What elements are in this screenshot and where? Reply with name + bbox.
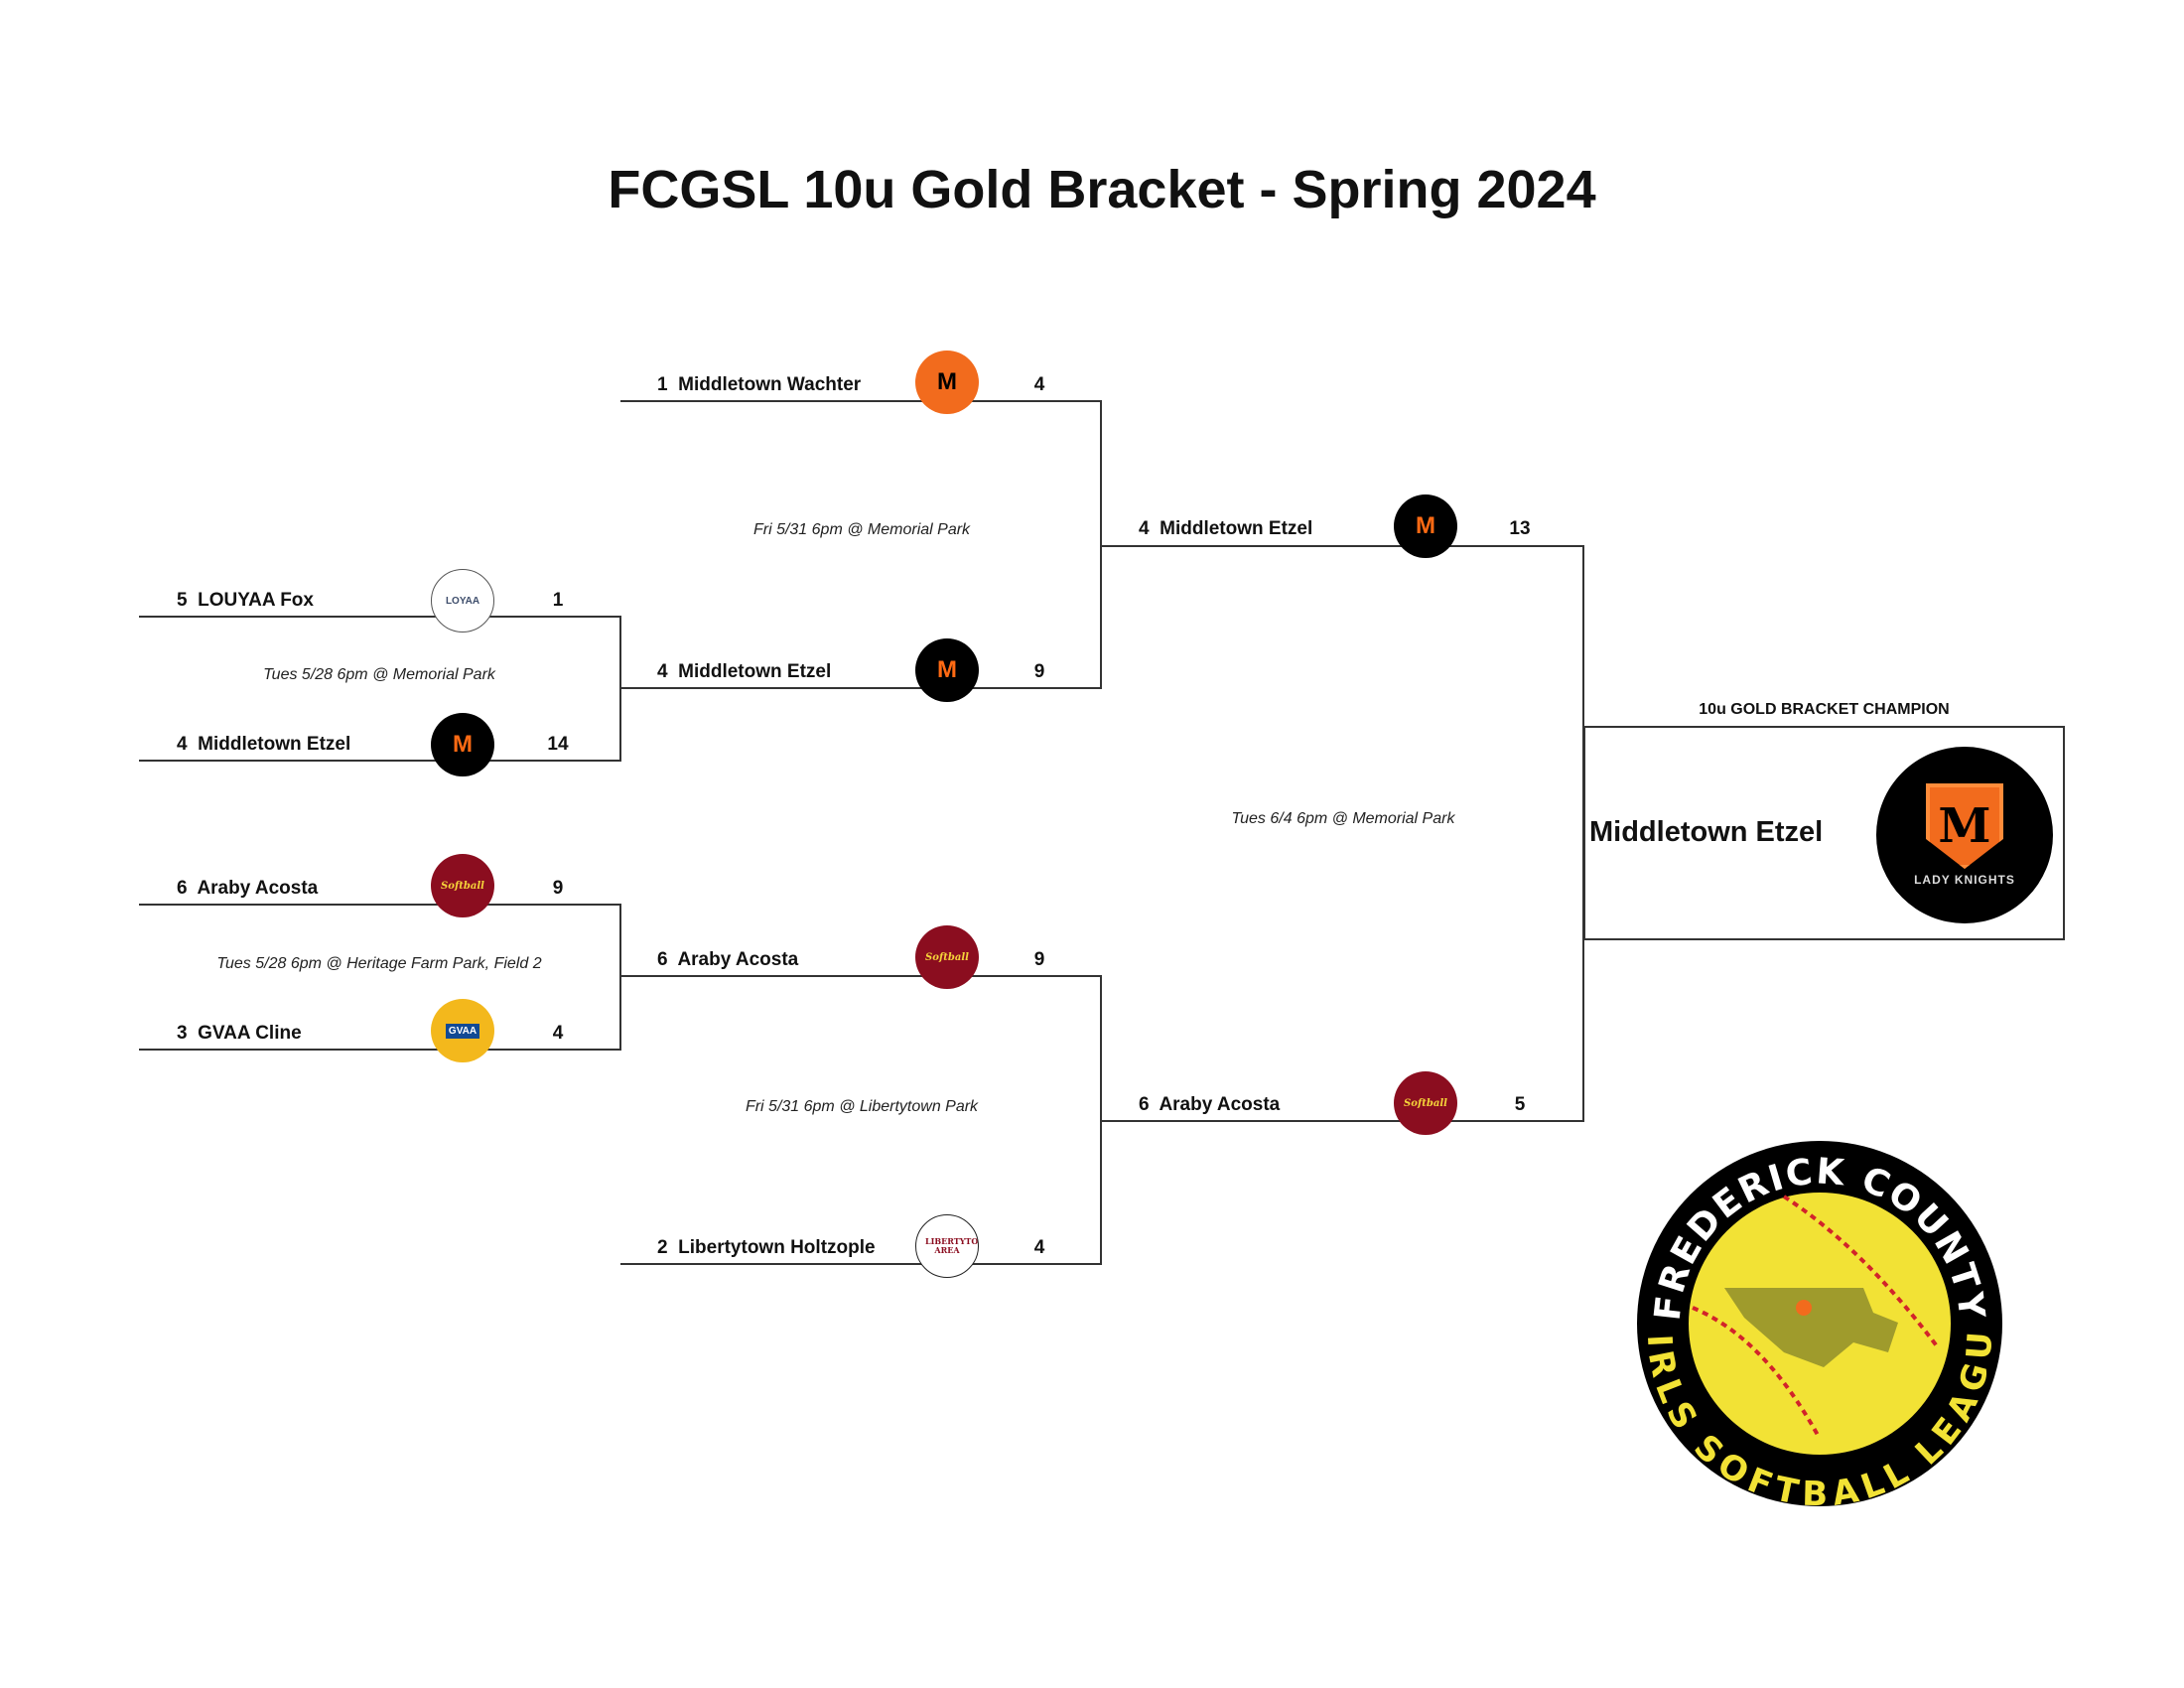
team-name: 3 GVAA Cline <box>177 1023 302 1045</box>
game-note: Tues 5/28 6pm @ Memorial Park <box>263 666 495 683</box>
team: Libertytown Holtzople <box>678 1237 876 1258</box>
champion-name: Middletown Etzel <box>1589 816 1824 848</box>
lady-knights-orange-logo-icon: M <box>915 351 979 414</box>
team-name: 1 Middletown Wachter <box>657 374 861 396</box>
logo-text: M <box>937 368 957 395</box>
bracket-line <box>139 904 620 906</box>
bracket-line <box>620 975 1102 977</box>
lady-knights-champion-logo-icon: M LADY KNIGHTS <box>1876 747 2053 923</box>
logo-text: GVAA <box>445 1023 480 1039</box>
score: 1 <box>552 590 564 611</box>
team: LOUYAA Fox <box>198 590 314 611</box>
fcgsl-league-logo-icon: FREDERICK COUNTY GIRLS SOFTBALL LEAGUE <box>1635 1139 2002 1508</box>
bracket-line <box>620 400 1102 402</box>
lady-knights-logo-icon: M <box>431 713 494 776</box>
team-name: 4 Middletown Etzel <box>657 661 831 683</box>
seed: 4 <box>657 661 668 682</box>
seed: 1 <box>657 374 668 395</box>
logo-text: LIBERTYTOWN AREA <box>925 1236 979 1255</box>
team: Middletown Etzel <box>198 734 351 755</box>
game-note: Fri 5/31 6pm @ Libertytown Park <box>745 1098 979 1115</box>
seed: 4 <box>1139 518 1150 539</box>
louyaa-logo-icon: LOYAA <box>431 569 494 633</box>
team: Araby Acosta <box>197 878 319 899</box>
score: 14 <box>547 734 569 755</box>
score: 4 <box>1033 1237 1045 1258</box>
shield-icon: M <box>1926 783 2003 869</box>
bracket-line <box>620 687 1102 689</box>
logo-text: LADY KNIGHTS <box>1914 873 2015 887</box>
team-name: 2 Libertytown Holtzople <box>657 1237 876 1259</box>
gvaa-logo-icon: GVAA <box>431 999 494 1062</box>
team: Middletown Wachter <box>678 374 862 395</box>
logo-text: Softball <box>1404 1097 1447 1109</box>
team: Araby Acosta <box>677 949 799 970</box>
team-name: 4 Middletown Etzel <box>1139 518 1312 540</box>
libertytown-logo-icon: LIBERTYTOWN AREA <box>915 1214 979 1278</box>
score: 9 <box>1033 949 1045 970</box>
heritage-softball-logo-icon: Softball <box>431 854 494 917</box>
bracket-line <box>620 1263 1102 1265</box>
seed: 2 <box>657 1237 668 1258</box>
score: 13 <box>1509 518 1531 539</box>
seed: 6 <box>1139 1094 1150 1115</box>
team: Middletown Etzel <box>1160 518 1313 539</box>
bracket-line <box>139 1049 620 1051</box>
seed: 5 <box>177 590 188 611</box>
bracket-line <box>1100 400 1102 689</box>
seed: 3 <box>177 1023 188 1044</box>
logo-text: M <box>453 731 473 758</box>
seed: 6 <box>657 949 668 970</box>
team: Middletown Etzel <box>678 661 832 682</box>
score: 5 <box>1514 1094 1526 1115</box>
bracket-line <box>139 616 620 618</box>
score: 4 <box>1033 374 1045 395</box>
logo-text: Softball <box>441 880 484 892</box>
team-name: 4 Middletown Etzel <box>177 734 350 756</box>
bracket-line <box>1101 1120 1584 1122</box>
team-name: 6 Araby Acosta <box>657 949 798 971</box>
lady-knights-logo-icon: M <box>1394 494 1457 558</box>
team-name: 6 Araby Acosta <box>177 878 318 900</box>
heritage-softball-logo-icon: Softball <box>1394 1071 1457 1135</box>
team: Araby Acosta <box>1159 1094 1281 1115</box>
champion-box <box>1583 726 2065 940</box>
team-name: 5 LOUYAA Fox <box>177 590 314 612</box>
score: 9 <box>552 878 564 899</box>
bracket-line <box>619 904 621 1051</box>
team: GVAA Cline <box>198 1023 302 1044</box>
score: 9 <box>1033 661 1045 682</box>
logo-text: LOYAA <box>445 595 480 607</box>
game-note: Fri 5/31 6pm @ Memorial Park <box>752 521 971 538</box>
seed: 4 <box>177 734 188 755</box>
bracket-line <box>139 760 620 762</box>
game-note: Tues 6/4 6pm @ Memorial Park <box>1231 810 1455 827</box>
logo-text: M <box>1416 512 1435 539</box>
team-name: 6 Araby Acosta <box>1139 1094 1280 1116</box>
seed: 6 <box>177 878 188 899</box>
logo-text: M <box>937 656 957 683</box>
page-title: FCGSL 10u Gold Bracket - Spring 2024 <box>608 160 1596 219</box>
score: 4 <box>552 1023 564 1044</box>
champion-label: 10u GOLD BRACKET CHAMPION <box>1699 701 1950 718</box>
logo-text: Softball <box>925 951 969 963</box>
game-note: Tues 5/28 6pm @ Heritage Farm Park, Fiel… <box>216 955 542 972</box>
lady-knights-logo-icon: M <box>915 638 979 702</box>
bracket-line <box>1101 545 1584 547</box>
heritage-softball-logo-icon: Softball <box>915 925 979 989</box>
